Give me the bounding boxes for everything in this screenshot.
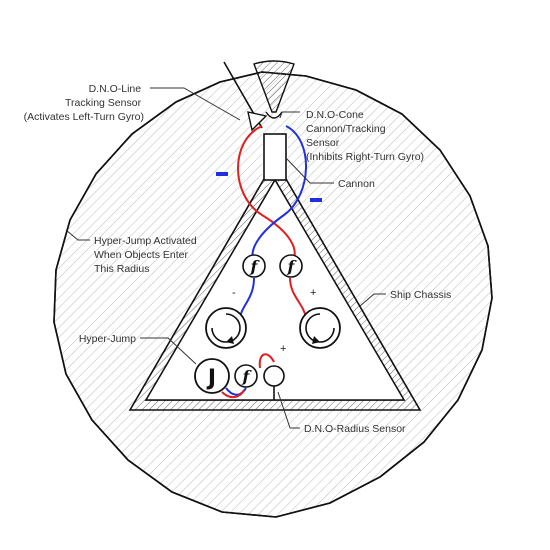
leader-hyper-radius [65,229,90,241]
function-neuron-bottom: f [234,364,258,388]
plus-sign-right: + [310,287,316,299]
leader-dno-cone [279,111,300,119]
leader-cannon [285,157,334,184]
right-minus-mark [310,198,322,202]
left-turn-gyro [205,307,247,349]
left-minus-mark [216,172,228,176]
label-hyper-jump: Hyper-Jump [79,333,136,345]
cannon [263,133,287,181]
wire-blue-main [251,125,307,263]
wire-red-loop [258,353,275,369]
dno-cone-sensor [253,60,295,113]
leader-dno-line [150,87,241,121]
function-neuron-left: f [242,254,266,278]
function-neuron-right: f [279,254,303,278]
minus-sign-left: - [232,287,236,299]
wire-red-jump [221,389,245,398]
svg-text:J: J [206,366,216,391]
label-dno-line: D.N.O-Line Tracking Sensor (Activates Le… [24,83,144,123]
label-cannon: Cannon [338,178,375,190]
plus-sign-bottom: + [280,343,286,355]
label-dno-radius: D.N.O-Radius Sensor [304,423,406,435]
leader-dno-radius [277,391,300,429]
svg-text:f: f [287,257,298,276]
wire-red-main [237,125,296,263]
dno-radius-sensor [263,365,285,400]
hyper-jump-module: J [194,358,230,394]
wire-blue-loop [225,387,247,396]
svg-text:f: f [242,367,253,386]
right-turn-gyro [299,307,341,349]
leader-hyper-jump [140,337,197,365]
label-ship-chassis: Ship Chassis [390,289,451,301]
svg-text:f: f [250,257,261,276]
label-hyper-jump-radius: Hyper-Jump Activated When Objects Enter … [94,235,200,275]
label-dno-cone: D.N.O-Cone Cannon/Tracking Sensor (Inhib… [306,109,424,163]
leader-ship-chassis [359,293,386,307]
